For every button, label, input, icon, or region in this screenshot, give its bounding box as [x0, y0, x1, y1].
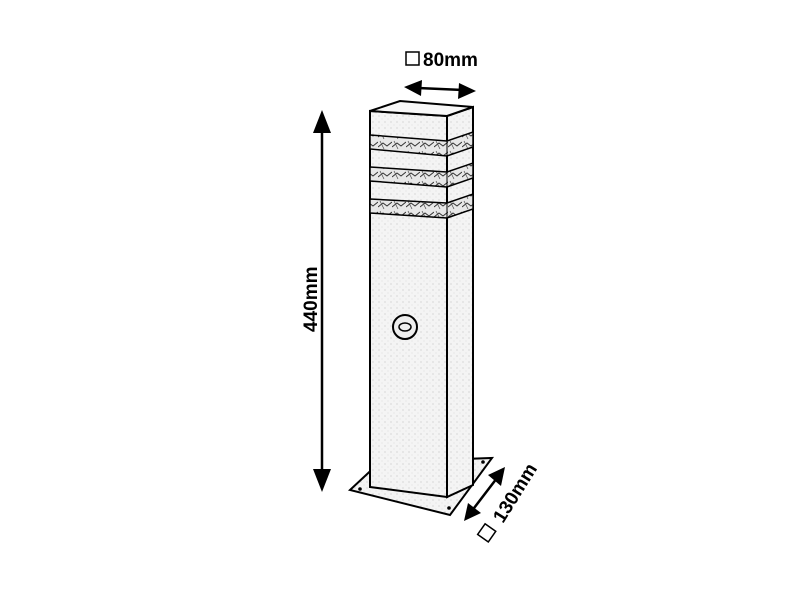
base-width-dimension-arrow	[464, 467, 505, 521]
glass-bands	[369, 130, 474, 219]
height-label: 440mm	[301, 267, 322, 333]
base-width-label: 130mm	[489, 460, 542, 527]
height-dimension-arrow	[313, 110, 331, 492]
square-symbol-icon	[476, 522, 497, 543]
sensor-knob-icon	[392, 314, 418, 340]
square-symbol-icon	[405, 51, 420, 66]
top-width-label: 80mm	[423, 50, 478, 71]
bollard-body	[369, 99, 474, 499]
top-width-dimension-arrow	[404, 80, 476, 99]
